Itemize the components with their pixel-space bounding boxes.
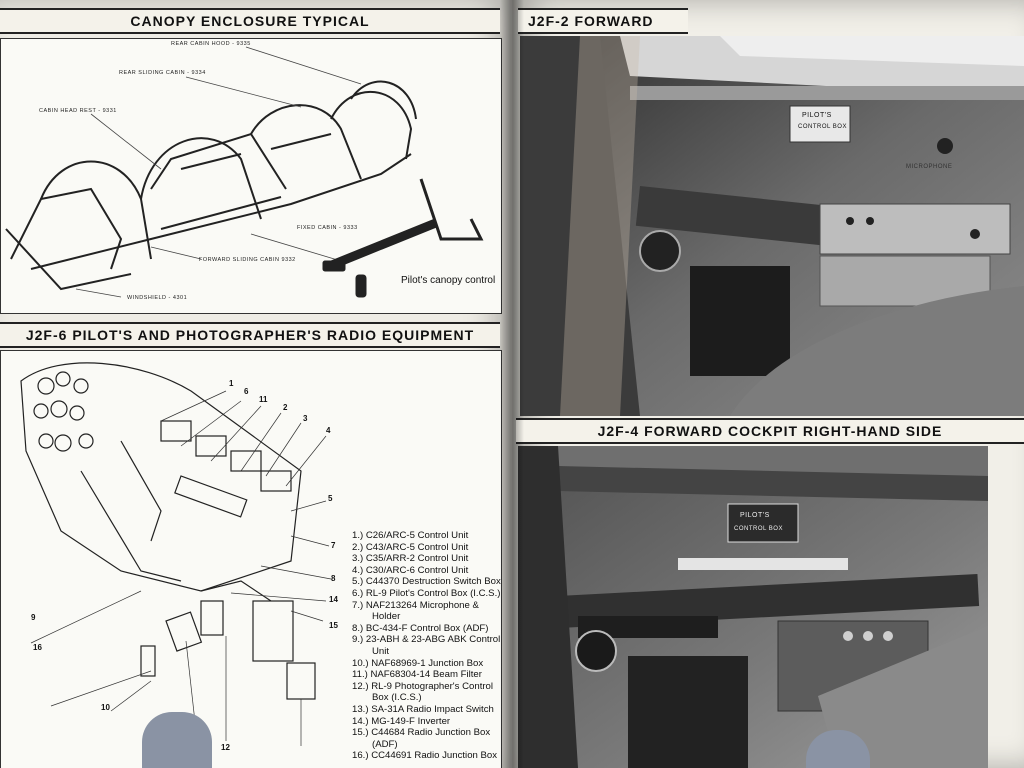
legend-item: 12.) RL-9 Photographer's Control	[352, 680, 494, 692]
book-stand-right	[806, 730, 870, 768]
bottom-photo-title: J2F-4 FORWARD COCKPIT RIGHT-HAND SIDE	[597, 423, 943, 439]
label-pilot-canopy-control: Pilot's canopy control	[401, 275, 496, 286]
callout-15: 15	[329, 621, 338, 630]
legend-item: 3.) C35/ARR-2 Control Unit	[352, 553, 469, 565]
callout-8: 8	[331, 574, 336, 583]
callout-16: 16	[33, 643, 42, 652]
bottom-title-banner: J2F-4 FORWARD COCKPIT RIGHT-HAND SIDE	[516, 418, 1024, 444]
callout-12: 12	[221, 743, 230, 752]
callout-2: 2	[283, 403, 288, 412]
legend-item: 7.) NAF213264 Microphone &	[352, 599, 479, 611]
right-page: J2F-2 FORWARD PILOT'S CONTROL BOX	[512, 0, 1024, 768]
label-forward-sliding-cabin: FORWARD SLIDING CABIN 9332	[199, 257, 296, 263]
legend-item: 8.) BC-434-F Control Box (ADF)	[352, 622, 489, 634]
radio-legend: 1.) C26/ARC-5 Control Unit 2.) C43/ARC-5…	[352, 530, 502, 762]
label-cabin-head-rest: CABIN HEAD REST - 9331	[39, 108, 117, 114]
radio-diagram: 1 6 11 2 3 4 5 7 8 14 15 9 16 10 13 12	[0, 350, 502, 768]
left-page: CANOPY ENCLOSURE TYPICAL	[0, 0, 512, 768]
canopy-title-banner: CANOPY ENCLOSURE TYPICAL	[0, 8, 500, 34]
legend-item: 6.) RL-9 Pilot's Control Box (I.C.S.)	[352, 587, 501, 599]
top-cockpit-image	[520, 36, 1024, 416]
label-rear-cabin-hood: REAR CABIN HOOD - 9335	[171, 41, 251, 47]
legend-item: 13.) SA-31A Radio Impact Switch	[352, 703, 494, 715]
callout-1: 1	[229, 379, 234, 388]
bottom-cockpit-image	[518, 446, 988, 768]
legend-item: 9.) 23-ABH & 23-ABG ABK Control	[352, 634, 501, 646]
legend-item: 2.) C43/ARC-5 Control Unit	[352, 541, 469, 553]
legend-item: 11.) NAF68304-14 Beam Filter	[352, 669, 482, 681]
legend-item: 4.) C30/ARC-6 Control Unit	[352, 564, 469, 576]
legend-item: Unit	[372, 645, 390, 657]
top-placard-control-box: CONTROL BOX	[798, 124, 847, 130]
top-placard-microphone: MICROPHONE	[906, 164, 953, 170]
top-placard-pilots: PILOT'S	[802, 112, 832, 119]
legend-item: Holder	[372, 611, 401, 623]
callout-6: 6	[244, 387, 249, 396]
callout-10: 10	[101, 703, 110, 712]
label-fixed-cabin: FIXED CABIN - 9333	[297, 225, 358, 231]
legend-item: 14.) MG-149-F Inverter	[352, 715, 451, 727]
callout-9: 9	[31, 613, 36, 622]
callout-3: 3	[303, 414, 308, 423]
callout-5: 5	[328, 494, 333, 503]
legend-item: 5.) C44370 Destruction Switch Box	[352, 576, 501, 588]
canopy-diagram: REAR CABIN HOOD - 9335 REAR SLIDING CABI…	[0, 38, 502, 314]
label-rear-sliding-cabin: REAR SLIDING CABIN - 9334	[119, 70, 206, 76]
top-cockpit-photo: PILOT'S CONTROL BOX MICROPHONE	[520, 36, 1024, 416]
bottom-cockpit-photo: PILOT'S CONTROL BOX	[518, 446, 988, 768]
canopy-title: CANOPY ENCLOSURE TYPICAL	[130, 13, 370, 29]
callout-14: 14	[329, 595, 338, 604]
radio-title-banner: J2F-6 PILOT'S AND PHOTOGRAPHER'S RADIO E…	[0, 322, 500, 348]
bottom-placard-pilots: PILOT'S	[740, 512, 770, 519]
callout-11: 11	[259, 395, 268, 404]
top-photo-title: J2F-2 FORWARD	[528, 13, 654, 29]
legend-item: (ADF)	[372, 738, 398, 750]
legend-item: Box (I.C.S.)	[372, 692, 422, 704]
legend-item: 10.) NAF68969-1 Junction Box	[352, 657, 484, 669]
book-spine-shadow	[500, 0, 524, 768]
legend-item: 15.) C44684 Radio Junction Box	[352, 727, 491, 739]
label-windshield: WINDSHIELD - 4301	[127, 295, 188, 301]
top-title-banner: J2F-2 FORWARD	[518, 8, 688, 34]
radio-title: J2F-6 PILOT'S AND PHOTOGRAPHER'S RADIO E…	[25, 327, 475, 343]
bottom-placard-control-box: CONTROL BOX	[734, 526, 783, 532]
legend-item: 16.) CC44691 Radio Junction Box	[352, 750, 498, 762]
legend-item: 1.) C26/ARC-5 Control Unit	[352, 530, 469, 541]
callout-4: 4	[326, 426, 331, 435]
radio-drawing	[20, 362, 332, 746]
book-stand-left	[142, 712, 212, 768]
callout-7: 7	[331, 541, 336, 550]
canopy-drawing	[5, 46, 484, 298]
